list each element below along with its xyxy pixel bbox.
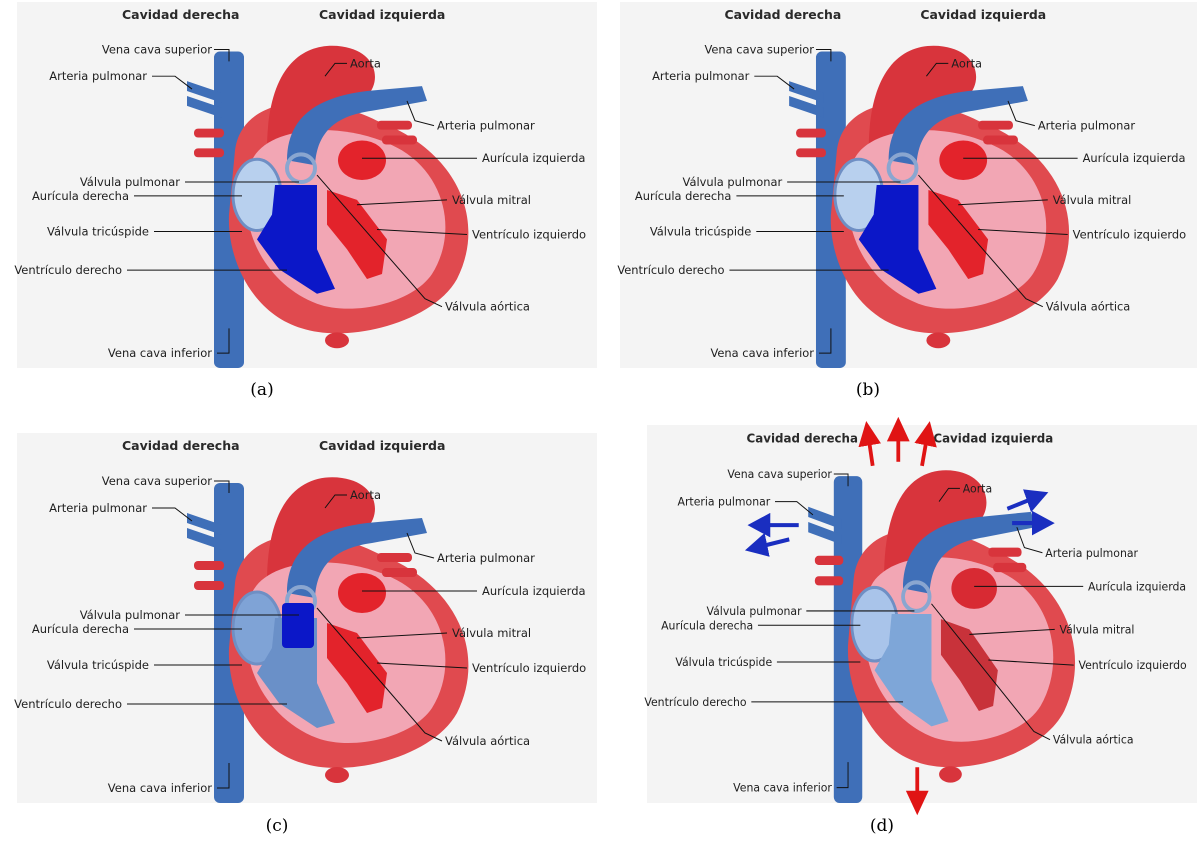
- label-apr: Arteria pulmonar: [1045, 545, 1138, 560]
- label-vpul: Válvula pulmonar: [80, 608, 181, 622]
- panel-caption-b: (b): [838, 380, 898, 400]
- header-left-cavity: Cavidad izquierda: [319, 438, 445, 453]
- header-left-cavity: Cavidad izquierda: [933, 431, 1053, 446]
- label-aizq: Aurícula izquierda: [1083, 151, 1186, 165]
- label-vci: Vena cava inferior: [733, 780, 832, 795]
- descending-aorta-stub: [325, 767, 349, 783]
- header-right-cavity: Cavidad derecha: [724, 7, 841, 22]
- label-vmit: Válvula mitral: [452, 626, 531, 640]
- label-vpul: Válvula pulmonar: [80, 175, 180, 189]
- label-vcs: Vena cava superior: [102, 474, 213, 488]
- left-atrium: [338, 573, 386, 613]
- label-aizq: Aurícula izquierda: [1088, 579, 1186, 594]
- leader-line-apr: [407, 533, 434, 558]
- leader-line-apl: [152, 76, 192, 89]
- label-apl: Arteria pulmonar: [677, 494, 770, 509]
- label-vpul: Válvula pulmonar: [707, 604, 802, 619]
- left-atrium: [939, 140, 987, 180]
- pulmonary-valve-chamber: [282, 603, 314, 648]
- label-vder: Ventrículo derecho: [617, 263, 724, 277]
- label-vizq: Ventrículo izquierdo: [1078, 658, 1186, 673]
- descending-aorta-stub: [926, 332, 950, 348]
- header-right-cavity: Cavidad derecha: [122, 7, 239, 22]
- label-vder: Ventrículo derecho: [14, 263, 122, 277]
- label-ader: Aurícula derecha: [32, 189, 129, 203]
- label-vmit: Válvula mitral: [1053, 193, 1132, 207]
- leader-line-apr: [1017, 527, 1043, 553]
- label-vci: Vena cava inferior: [108, 781, 212, 795]
- label-aizq: Aurícula izquierda: [482, 584, 586, 598]
- descending-aorta-stub: [939, 766, 962, 782]
- diagram-panel-b: Cavidad derecha Cavidad izquierdaVena cav…: [620, 2, 1197, 368]
- label-vtri: Válvula tricúspide: [47, 225, 149, 239]
- blood-flow-arrow: [756, 539, 789, 547]
- header-left-cavity: Cavidad izquierda: [920, 7, 1046, 22]
- leader-line-apl: [775, 502, 813, 515]
- label-vaor: Válvula aórtica: [445, 734, 530, 748]
- panel-caption-c: (c): [247, 816, 307, 836]
- label-aorta: Aorta: [350, 488, 381, 502]
- leader-line-apr: [407, 101, 434, 126]
- label-vtri: Válvula tricúspide: [47, 658, 149, 672]
- label-aorta: Aorta: [951, 56, 982, 70]
- left-atrium: [951, 568, 997, 609]
- label-vizq: Ventrículo izquierdo: [472, 227, 586, 241]
- label-vder: Ventrículo derecho: [644, 695, 746, 710]
- label-apl: Arteria pulmonar: [652, 69, 750, 83]
- panel-caption-a: (a): [232, 380, 292, 400]
- header-right-cavity: Cavidad derecha: [122, 438, 240, 453]
- label-vizq: Ventrículo izquierdo: [1073, 227, 1186, 241]
- label-ader: Aurícula derecha: [32, 622, 129, 636]
- label-vcs: Vena cava superior: [704, 42, 814, 56]
- leader-line-apl: [754, 76, 794, 89]
- label-apr: Arteria pulmonar: [437, 551, 535, 565]
- label-aorta: Aorta: [963, 481, 992, 496]
- label-vcs: Vena cava superior: [727, 467, 832, 482]
- label-vci: Vena cava inferior: [108, 346, 212, 360]
- leader-line-apl: [152, 508, 192, 521]
- descending-aorta-stub: [325, 332, 349, 348]
- left-atrium: [338, 140, 386, 180]
- label-apl: Arteria pulmonar: [49, 69, 147, 83]
- blood-flow-arrow: [922, 433, 928, 466]
- header-left-cavity: Cavidad izquierda: [319, 7, 445, 22]
- label-vci: Vena cava inferior: [710, 346, 814, 360]
- label-vtri: Válvula tricúspide: [650, 224, 751, 238]
- label-apr: Arteria pulmonar: [1038, 119, 1136, 133]
- label-aizq: Aurícula izquierda: [482, 151, 585, 165]
- label-vaor: Válvula aórtica: [1046, 300, 1131, 314]
- label-apl: Arteria pulmonar: [49, 501, 147, 515]
- label-vcs: Vena cava superior: [102, 42, 212, 56]
- label-aorta: Aorta: [350, 56, 381, 70]
- label-vaor: Válvula aórtica: [1053, 732, 1134, 747]
- label-vizq: Ventrículo izquierdo: [472, 661, 586, 675]
- header-right-cavity: Cavidad derecha: [747, 431, 858, 446]
- blood-flow-arrow: [868, 433, 873, 466]
- blood-flow-arrow: [1007, 497, 1037, 509]
- label-vaor: Válvula aórtica: [445, 300, 530, 314]
- diagram-panel-a: Cavidad derecha Cavidad izquierdaVena cav…: [17, 2, 597, 368]
- label-vpul: Válvula pulmonar: [683, 175, 783, 189]
- label-ader: Aurícula derecha: [661, 618, 753, 633]
- label-ader: Aurícula derecha: [635, 189, 732, 203]
- leader-line-apr: [1008, 101, 1035, 126]
- label-vtri: Válvula tricúspide: [675, 655, 772, 670]
- label-vder: Ventrículo derecho: [14, 697, 122, 711]
- label-apr: Arteria pulmonar: [437, 119, 535, 133]
- label-vmit: Válvula mitral: [1060, 622, 1135, 637]
- panel-caption-d: (d): [852, 816, 912, 836]
- label-vmit: Válvula mitral: [452, 193, 531, 207]
